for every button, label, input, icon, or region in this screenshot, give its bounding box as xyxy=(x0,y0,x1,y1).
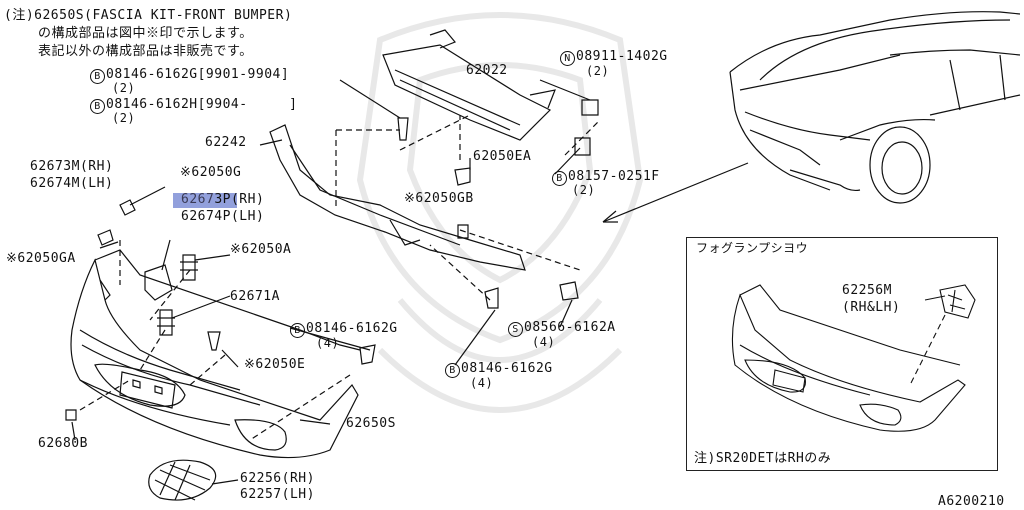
note-line-1: (注)62650S(FASCIA KIT-FRONT BUMPER) xyxy=(4,8,293,23)
qty-label: (2) xyxy=(112,81,136,95)
part-62674M[interactable]: 62674M(LH) xyxy=(30,176,114,191)
part-62050A[interactable]: ※62050A xyxy=(230,242,292,257)
car-illustration xyxy=(729,11,1021,204)
part-62242[interactable]: 62242 xyxy=(205,135,247,150)
bolt-symbol: B xyxy=(445,363,460,378)
fog-cover-62256 xyxy=(148,459,217,501)
figure-id: A6200210 xyxy=(938,494,1005,509)
part-62050GA[interactable]: ※62050GA xyxy=(6,251,76,266)
note-line-2: の構成部品は図中※印で示します。 xyxy=(38,26,253,41)
bolt-symbol: B xyxy=(552,171,567,186)
search-highlight xyxy=(173,193,237,208)
part-62671A[interactable]: 62671A xyxy=(230,289,280,304)
qty-label: (2) xyxy=(586,64,610,78)
part-62256[interactable]: 62256(RH) xyxy=(240,471,315,486)
bolt-symbol: B xyxy=(90,99,105,114)
leader-lines xyxy=(71,79,591,485)
part-62257[interactable]: 62257(LH) xyxy=(240,487,315,502)
part-62674P[interactable]: 62674P(LH) xyxy=(181,209,265,224)
bumper-fascia-62650S xyxy=(70,249,361,459)
fasteners xyxy=(65,99,599,421)
part-62680B[interactable]: 62680B xyxy=(38,436,88,451)
bolt-symbol: B xyxy=(90,69,105,84)
direction-arrow xyxy=(602,162,749,223)
qty-label: (4) xyxy=(532,335,556,349)
qty-label: (4) xyxy=(470,376,494,390)
part-62050GB[interactable]: ※62050GB xyxy=(404,191,474,206)
qty-label: (2) xyxy=(572,183,596,197)
qty-label: (4) xyxy=(316,336,340,350)
nut-symbol: N xyxy=(560,51,575,66)
part-62022[interactable]: 62022 xyxy=(466,63,508,78)
fog-lamp-inset xyxy=(686,237,998,471)
bolt-symbol: B xyxy=(290,323,305,338)
inset-part-qty: (RH&LH) xyxy=(842,300,901,315)
note-line-3: 表記以外の構成部品は非販売です。 xyxy=(38,44,253,59)
reinforcement-62022 xyxy=(382,29,556,141)
screw-symbol: S xyxy=(508,322,523,337)
inset-part-62256M[interactable]: 62256M xyxy=(842,283,892,298)
part-62650S[interactable]: 62650S xyxy=(346,416,396,431)
inset-bumper xyxy=(731,284,976,432)
part-62050E[interactable]: ※62050E xyxy=(244,357,306,372)
part-62050G[interactable]: ※62050G xyxy=(180,165,242,180)
part-62050EA[interactable]: 62050EA xyxy=(473,149,532,164)
qty-label: (2) xyxy=(112,111,136,125)
part-62673P[interactable]: 62673P(RH) xyxy=(181,192,265,207)
inset-note: 注)SR20DETはRHのみ xyxy=(694,451,832,466)
inset-title: フォグランプシヨウ xyxy=(696,241,809,255)
part-62673M[interactable]: 62673M(RH) xyxy=(30,159,114,174)
stay-62242 xyxy=(269,124,526,271)
